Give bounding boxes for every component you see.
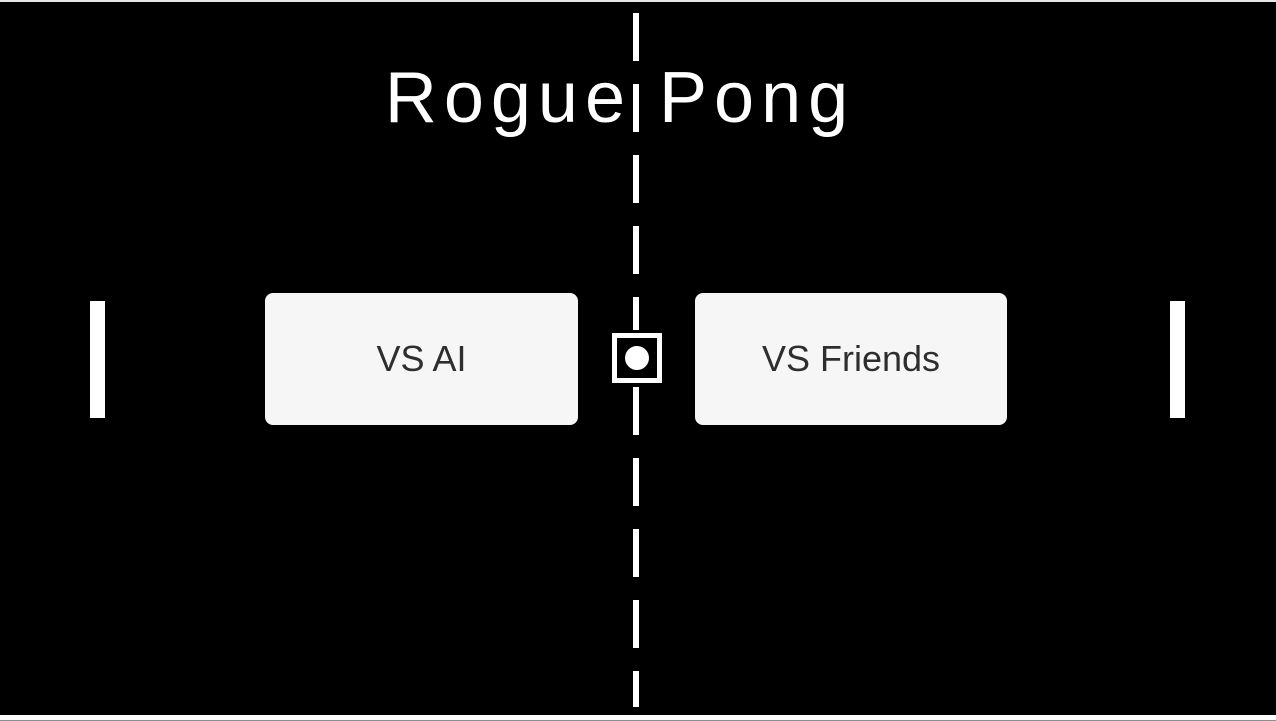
center-dashed-line-top [633, 13, 639, 330]
page-bottom-strip [0, 715, 1276, 721]
left-paddle [90, 301, 105, 418]
vs-ai-button[interactable]: VS AI [265, 293, 578, 425]
vs-friends-button[interactable]: VS Friends [695, 293, 1007, 425]
game-title: Rogue Pong [384, 58, 856, 138]
right-paddle [1170, 301, 1185, 418]
top-window-hairline [0, 0, 1276, 2]
center-dashed-line-bottom [633, 387, 639, 707]
ball-icon [612, 333, 662, 383]
ball-dot [625, 346, 649, 370]
